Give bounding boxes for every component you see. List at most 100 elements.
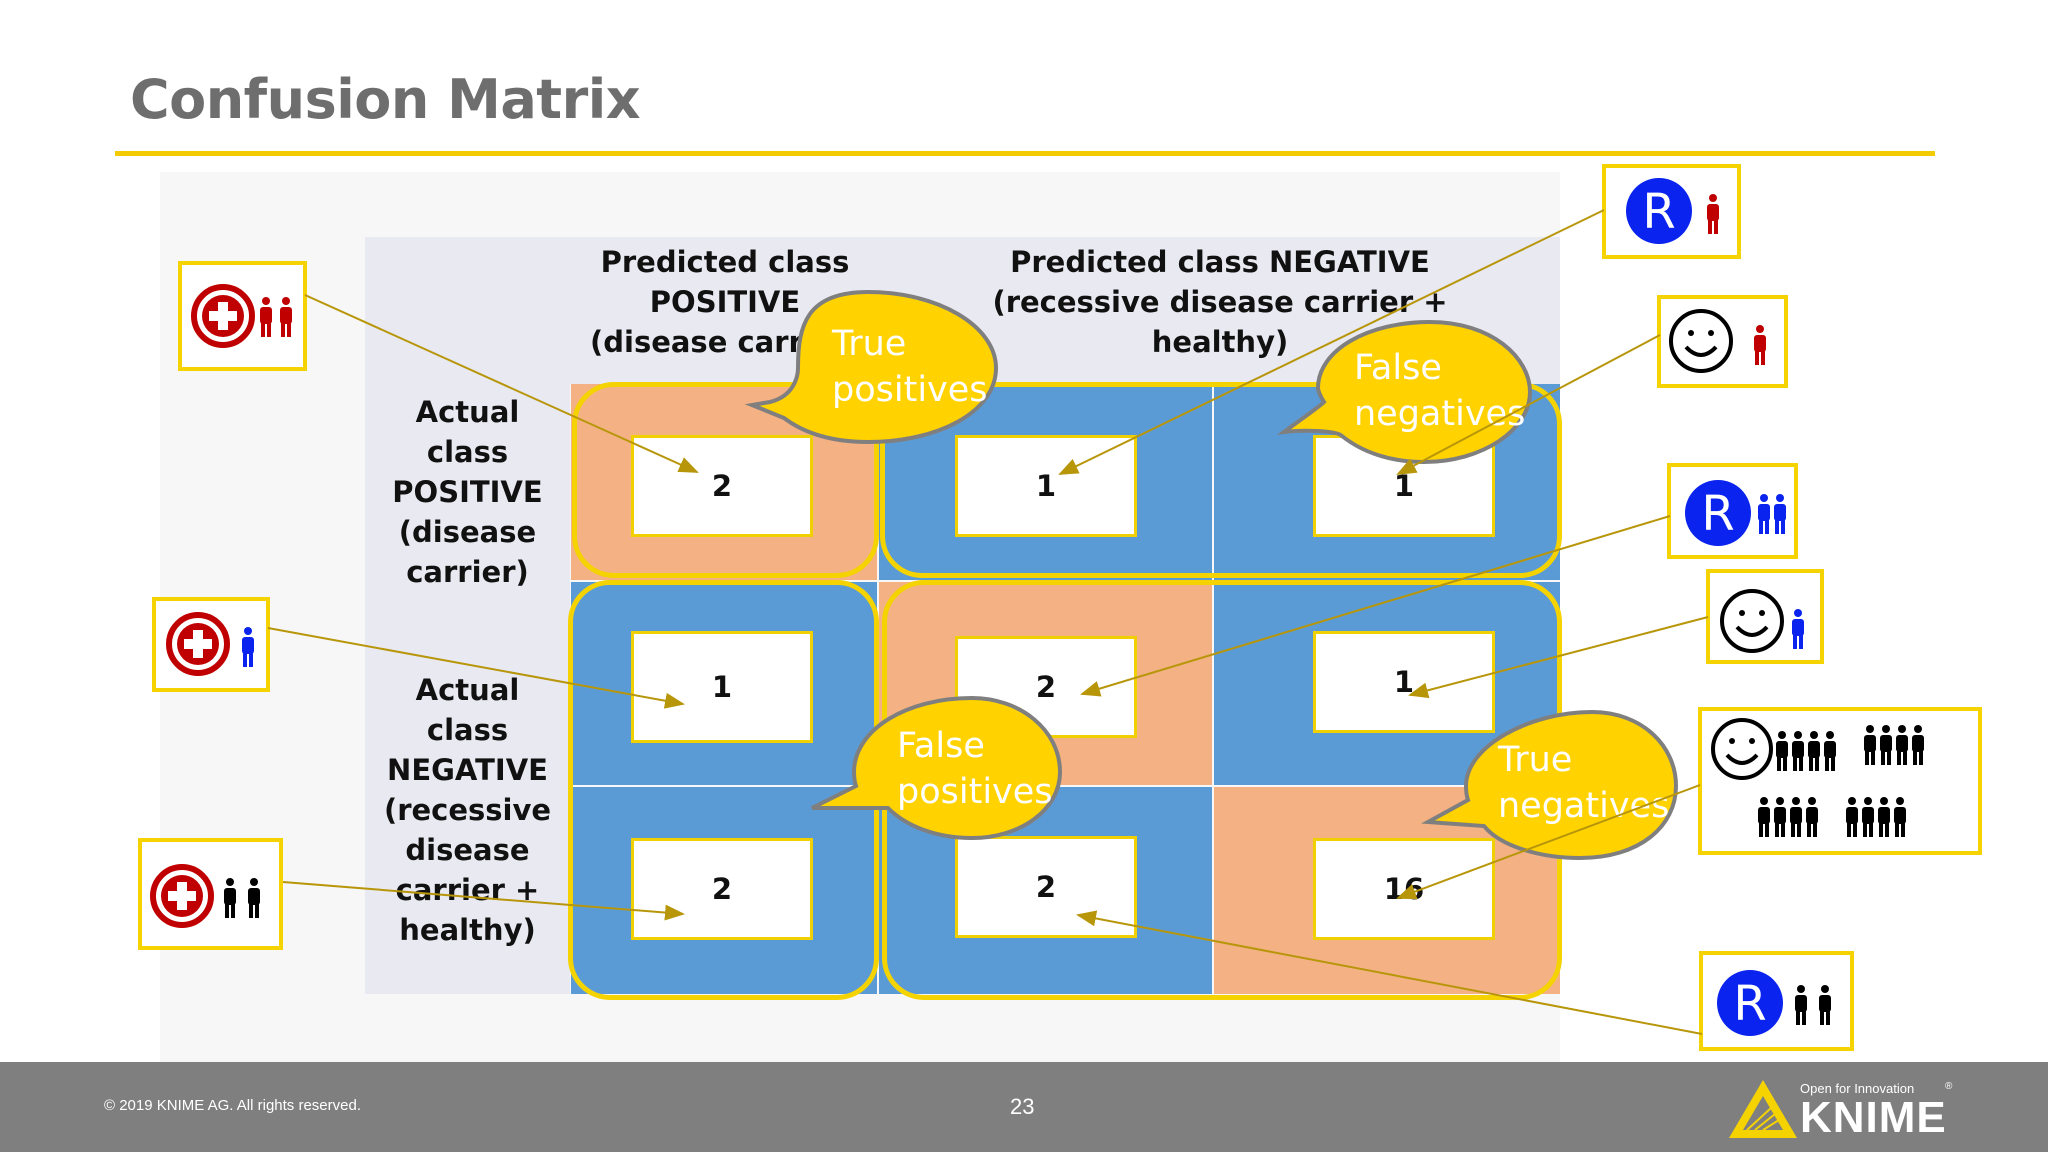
person-icon — [1864, 725, 1876, 765]
matrix-cell-r2c0: 2 — [631, 838, 813, 940]
legend-recessive-two-black-icons: R — [1717, 970, 1831, 1036]
legend-recessive-one-red-icons: R — [1626, 178, 1719, 244]
person-icon — [280, 297, 292, 337]
red-cross-icon — [150, 864, 214, 928]
group-false-negatives — [880, 382, 1562, 578]
footer-bar — [0, 1062, 2048, 1152]
callout-false-negatives-bubble — [1276, 319, 1533, 465]
person-icon — [1795, 985, 1807, 1025]
pointer-line-disease-two-black — [282, 881, 685, 921]
red-cross-icon — [166, 612, 230, 676]
person-icon — [1790, 797, 1802, 837]
person-icon — [248, 878, 260, 918]
callout-false-positives: False positives — [897, 723, 1053, 815]
smiley-icon — [1720, 589, 1784, 653]
callout-false-positives-line2: positives — [897, 772, 1053, 812]
callout-true-negatives-bubble — [1421, 709, 1679, 861]
knime-wordmark: KNIME — [1800, 1093, 1947, 1142]
pointer-line-recessive-one-red — [1058, 209, 1605, 475]
person-icon — [1758, 797, 1770, 837]
knime-registered-mark: ® — [1945, 1081, 1953, 1092]
legend-recessive-two-blue: R — [1667, 463, 1798, 559]
r-circle-icon: R — [1717, 970, 1783, 1036]
pointer-line-healthy-one-blue — [1408, 616, 1709, 699]
footer-copyright: © 2019 KNIME AG. All rights reserved. — [104, 1097, 361, 1114]
row-header-negative-text: Actual class NEGATIVE (recessive disease… — [383, 673, 552, 947]
legend-healthy-sixteen-black — [1698, 707, 1982, 855]
person-icon — [1792, 731, 1804, 771]
pointer-line-recessive-two-blue — [1080, 515, 1671, 697]
person-icon — [1824, 731, 1836, 771]
legend-recessive-two-black: R — [1699, 951, 1854, 1051]
callout-false-negatives: False negatives — [1354, 345, 1525, 437]
svg-text:R: R — [1642, 184, 1675, 240]
legend-disease-two-black — [138, 838, 283, 950]
column-header-negative-text: Predicted class NEGATIVE (recessive dise… — [992, 245, 1448, 359]
person-icon — [1846, 797, 1858, 837]
legend-healthy-sixteen-black-icons — [1711, 718, 1924, 837]
legend-healthy-one-blue-icons — [1720, 589, 1804, 653]
legend-disease-two-black-icons — [150, 864, 260, 928]
column-header-positive: Predicted class POSITIVE (disease carrie… — [580, 242, 870, 362]
smiley-icon — [1711, 718, 1773, 780]
row-header-negative: Actual class NEGATIVE (recessive disease… — [375, 670, 560, 950]
pointer-line-disease-two-red — [304, 294, 699, 473]
table-row-header-band — [365, 384, 570, 994]
person-icon — [1880, 725, 1892, 765]
pointer-line-recessive-two-black — [1076, 910, 1703, 1035]
r-circle-icon: R — [1626, 178, 1692, 244]
smiley-icon — [1669, 309, 1733, 373]
callout-true-positives-line1: True — [832, 324, 907, 364]
legend-disease-one-blue — [152, 597, 270, 692]
person-icon — [1707, 194, 1719, 234]
legend-disease-one-blue-icons — [166, 612, 254, 676]
person-icon — [1878, 797, 1890, 837]
person-icon — [1806, 797, 1818, 837]
title-rule — [115, 151, 1935, 156]
page-number: 23 — [1010, 1094, 1035, 1119]
column-header-negative: Predicted class NEGATIVE (recessive dise… — [950, 242, 1490, 362]
person-icon — [1808, 731, 1820, 771]
pointer-line-disease-one-blue — [267, 627, 685, 709]
person-icon — [1754, 325, 1766, 365]
person-icon — [1774, 494, 1786, 534]
person-icon — [1912, 725, 1924, 765]
row-header-positive: Actual class POSITIVE (disease carrier) — [375, 392, 560, 592]
person-icon — [1819, 985, 1831, 1025]
callout-true-positives-line2: positives — [832, 370, 988, 410]
person-icon — [242, 627, 254, 667]
legend-disease-two-red — [178, 261, 307, 371]
knime-tagline: Open for Innovation — [1800, 1081, 1915, 1096]
slide-title: Confusion Matrix — [130, 68, 641, 131]
legend-healthy-one-red-icons — [1669, 309, 1766, 373]
callout-false-positives-bubble — [811, 695, 1063, 841]
person-icon — [224, 878, 236, 918]
legend-disease-two-red-icons — [191, 284, 292, 348]
matrix-cell-r0c0: 2 — [631, 435, 813, 537]
person-icon — [1776, 731, 1788, 771]
svg-text:R: R — [1733, 976, 1766, 1032]
matrix-cell-r1c2: 1 — [1313, 631, 1495, 733]
callout-true-negatives: True negatives — [1498, 737, 1669, 829]
person-icon — [260, 297, 272, 337]
pointer-line-healthy-one-red — [1396, 334, 1661, 475]
callout-true-positives-bubble — [744, 289, 999, 445]
legend-recessive-two-blue-icons: R — [1685, 480, 1786, 546]
callout-true-positives: True positives — [832, 321, 988, 413]
legend-recessive-one-red: R — [1602, 164, 1741, 259]
pointer-line-healthy-sixteen-black — [1396, 784, 1701, 900]
person-icon — [1862, 797, 1874, 837]
group-true-positives — [572, 382, 879, 578]
callout-false-positives-line1: False — [897, 726, 985, 766]
legend-healthy-one-blue — [1706, 569, 1824, 664]
person-icon — [1792, 609, 1804, 649]
svg-text:R: R — [1701, 486, 1734, 542]
callout-true-negatives-line1: True — [1498, 740, 1573, 780]
person-icon — [1896, 725, 1908, 765]
r-circle-icon: R — [1685, 480, 1751, 546]
person-icon — [1774, 797, 1786, 837]
person-icon — [1758, 494, 1770, 534]
row-header-positive-text: Actual class POSITIVE (disease carrier) — [392, 395, 543, 589]
